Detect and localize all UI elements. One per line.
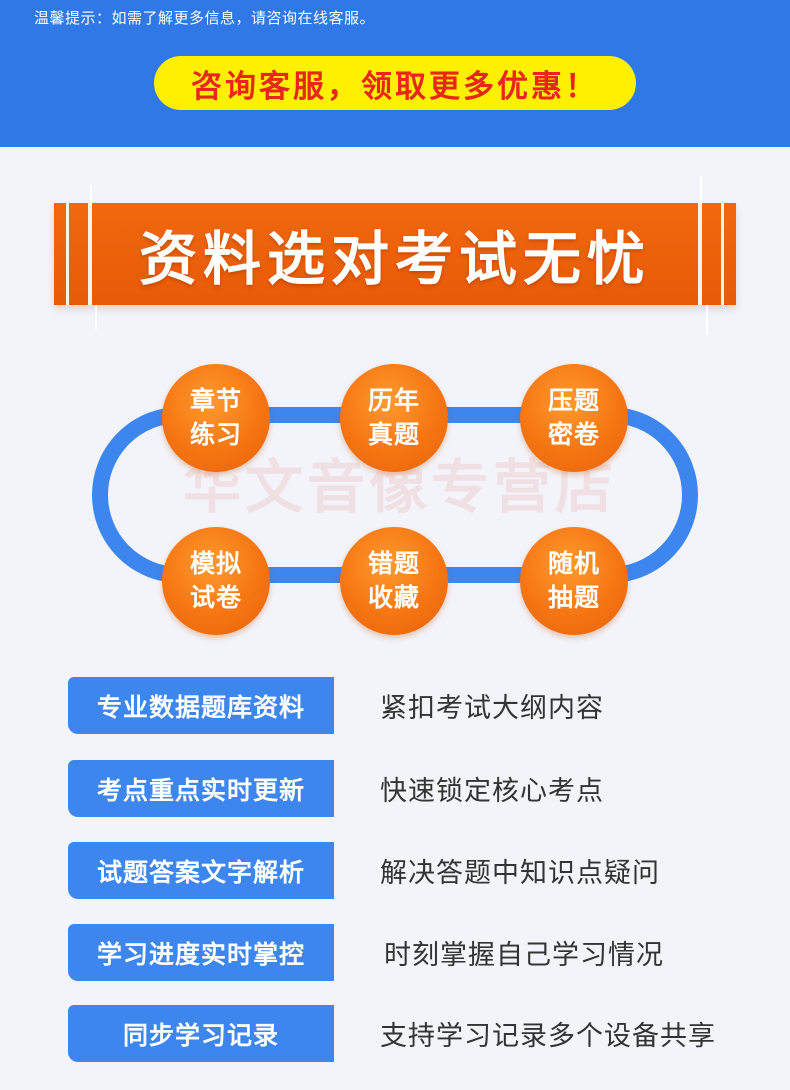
row-desc-progress-tracking: 时刻掌握自己学习情况 bbox=[384, 940, 664, 971]
feature-line: 练习 bbox=[189, 420, 242, 449]
feature-mock-exam: 模拟 试卷 bbox=[162, 527, 270, 635]
headline-stripe-right-2 bbox=[721, 203, 724, 305]
row-desc-realtime-update: 快速锁定核心考点 bbox=[380, 776, 604, 807]
feature-line: 试卷 bbox=[189, 583, 242, 612]
headline-deco-line bbox=[95, 305, 97, 329]
feature-line: 密卷 bbox=[547, 420, 600, 449]
feature-line: 抽题 bbox=[547, 583, 600, 612]
feature-line: 压题 bbox=[547, 386, 600, 415]
row-label-question-bank: 专业数据题库资料 bbox=[68, 677, 334, 734]
feature-line: 模拟 bbox=[189, 549, 242, 578]
feature-line: 错题 bbox=[367, 549, 420, 578]
row-label-sync-records: 同步学习记录 bbox=[68, 1005, 334, 1062]
headline-title: 资料选对考试无忧 bbox=[138, 225, 651, 293]
feature-line: 随机 bbox=[547, 549, 600, 578]
feature-line: 收藏 bbox=[367, 583, 420, 612]
headline-stripe-right-3 bbox=[698, 203, 702, 305]
feature-line: 真题 bbox=[367, 420, 420, 449]
feature-wrong-answers: 错题 收藏 bbox=[340, 527, 448, 635]
top-banner: 温馨提示：如需了解更多信息，请咨询在线客服。 咨询客服，领取更多优惠！ bbox=[0, 0, 790, 147]
row-label-progress-tracking: 学习进度实时掌控 bbox=[68, 924, 334, 981]
feature-predicted-papers: 压题 密卷 bbox=[520, 364, 628, 472]
feature-line: 历年 bbox=[367, 386, 420, 415]
row-label-realtime-update: 考点重点实时更新 bbox=[68, 760, 334, 817]
headline-box bbox=[54, 203, 736, 305]
row-desc-question-bank: 紧扣考试大纲内容 bbox=[380, 693, 604, 724]
headline-deco-line bbox=[90, 186, 92, 206]
row-desc-answer-analysis: 解决答题中知识点疑问 bbox=[380, 858, 660, 889]
row-desc-sync-records: 支持学习记录多个设备共享 bbox=[380, 1021, 716, 1052]
row-label-answer-analysis: 试题答案文字解析 bbox=[68, 842, 334, 899]
headline-stripe-left-2 bbox=[66, 203, 69, 305]
tip-text: 温馨提示：如需了解更多信息，请咨询在线客服。 bbox=[34, 9, 376, 27]
headline-deco-line bbox=[700, 176, 702, 206]
feature-random-questions: 随机 抽题 bbox=[520, 527, 628, 635]
feature-past-exams: 历年 真题 bbox=[340, 364, 448, 472]
consult-service-button[interactable]: 咨询客服，领取更多优惠！ bbox=[154, 56, 636, 110]
feature-line: 章节 bbox=[189, 386, 242, 415]
headline-deco-line bbox=[706, 305, 708, 335]
headline-stripe-left-3 bbox=[88, 203, 92, 305]
feature-chapter-practice: 章节 练习 bbox=[162, 364, 270, 472]
